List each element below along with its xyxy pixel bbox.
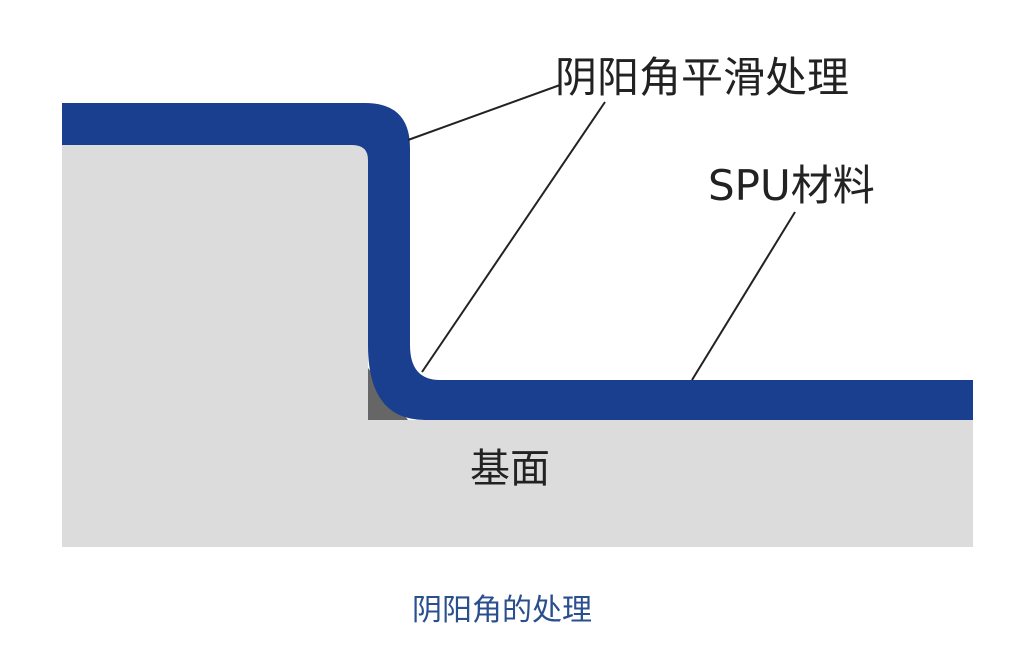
leader-line-outer-corner [407, 84, 561, 141]
label-spu-material: SPU材料 [708, 161, 875, 210]
substrate-shape [62, 145, 973, 547]
leader-line-spu [691, 211, 796, 381]
label-substrate: 基面 [470, 446, 550, 492]
figure-caption: 阴阳角的处理 [412, 593, 592, 628]
spu-coating-layer [62, 103, 973, 420]
leader-line-inner-corner [421, 101, 606, 373]
label-corner-smoothing: 阴阳角平滑处理 [555, 53, 849, 102]
